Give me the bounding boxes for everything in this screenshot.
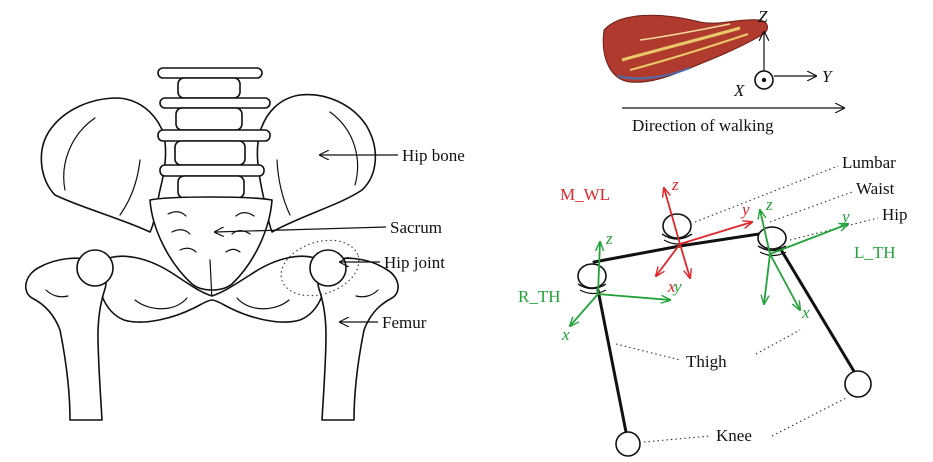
l-th-label: L_TH xyxy=(854,243,896,262)
r-th-label: R_TH xyxy=(518,287,561,306)
svg-text:z: z xyxy=(605,229,613,248)
lumbar-sensor xyxy=(662,214,692,244)
axis-z-label: Z xyxy=(758,7,768,26)
segment-model: z y x M_WL z y x L_TH z y x R_TH Lumbar xyxy=(518,153,908,456)
hip-label: Hip xyxy=(882,205,908,224)
lumbar-label: Lumbar xyxy=(842,153,896,172)
svg-text:x: x xyxy=(561,325,570,344)
femur-label: Femur xyxy=(382,313,427,332)
hip-bone-label: Hip bone xyxy=(402,146,465,165)
l-th-frame: z y x xyxy=(760,195,850,322)
lumbar-vertebrae xyxy=(158,68,270,198)
pelvis-illustration xyxy=(26,68,398,420)
hip-joint-label: Hip joint xyxy=(384,253,445,272)
right-hip-sensor xyxy=(578,264,606,294)
svg-text:x: x xyxy=(801,303,810,322)
axis-x-label: X xyxy=(733,81,745,100)
svg-text:y: y xyxy=(740,200,750,219)
left-knee-joint xyxy=(845,371,871,397)
m-wl-label: M_WL xyxy=(560,185,610,204)
anatomical-foot-icon xyxy=(603,15,767,82)
svg-text:y: y xyxy=(840,207,850,226)
direction-of-walking-label: Direction of walking xyxy=(632,116,774,135)
right-knee-joint xyxy=(616,432,640,456)
sacrum-label: Sacrum xyxy=(390,218,442,237)
svg-text:z: z xyxy=(765,195,773,214)
svg-text:z: z xyxy=(671,175,679,194)
r-th-frame: z y x xyxy=(561,229,682,344)
waist-label: Waist xyxy=(856,179,895,198)
left-hip-bone xyxy=(41,98,165,232)
knee-label: Knee xyxy=(716,426,752,445)
axis-y-label: Y xyxy=(822,67,833,86)
thigh-label: Thigh xyxy=(686,352,727,371)
svg-text:y: y xyxy=(672,277,682,296)
